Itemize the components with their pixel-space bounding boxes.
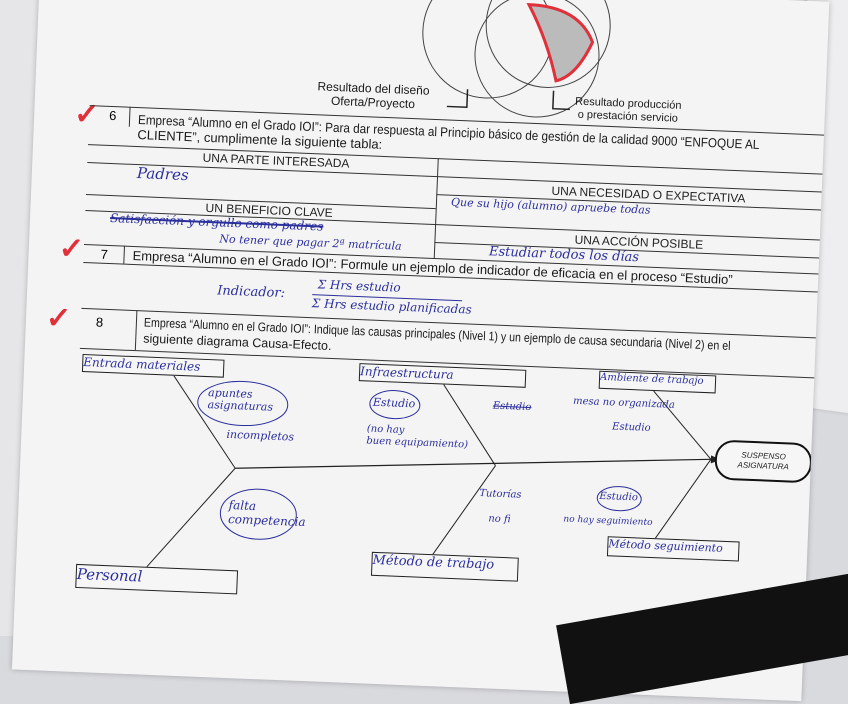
bone-metodo-seguimiento: [646, 459, 712, 551]
bone-personal: [135, 467, 236, 580]
bone-infraestructura: [443, 384, 496, 466]
note-no-hay-equipamiento: (no hay buen equipamiento): [366, 423, 469, 451]
note-falta-competencia: falta competencia: [228, 498, 307, 529]
venn-circle: [474, 0, 600, 118]
note-estudio-seguimiento: Estudio: [599, 490, 639, 504]
venn-diagram: [422, 0, 611, 118]
note-estudio-crossed-out: Estudio: [492, 400, 532, 414]
exam-document: Resultado del diseño Oferta/Proyecto Res…: [11, 0, 830, 702]
fishbone-spine: [235, 458, 711, 469]
note-apuntes: apuntes asignaturas: [207, 386, 274, 414]
venn-highlight: [526, 3, 595, 83]
bone-metodo-trabajo: [420, 465, 496, 572]
note-circle: [219, 488, 297, 540]
bone-ambiente: [653, 390, 712, 460]
effect-label: SUSPENSO ASIGNATURA: [715, 450, 811, 474]
note-estudio-infra: Estudio: [372, 395, 416, 411]
fishbone-diagram: [135, 375, 812, 580]
bone-entrada: [173, 375, 236, 469]
note-apuntes-line2: asignaturas: [207, 398, 274, 414]
note-circle: [596, 486, 642, 512]
note-circle: [369, 390, 421, 420]
note-incompletos: incompletos: [226, 427, 295, 444]
arrow-design: [446, 89, 469, 109]
arrow-production: [552, 90, 570, 111]
venn-circle: [485, 0, 611, 88]
note-tutorias: Tutorías: [479, 488, 522, 501]
note-no-fi: no fi: [488, 513, 511, 526]
effect-box: [714, 440, 812, 483]
note-estudio-ambiente: Estudio: [611, 421, 651, 434]
note-circle: [197, 380, 289, 427]
